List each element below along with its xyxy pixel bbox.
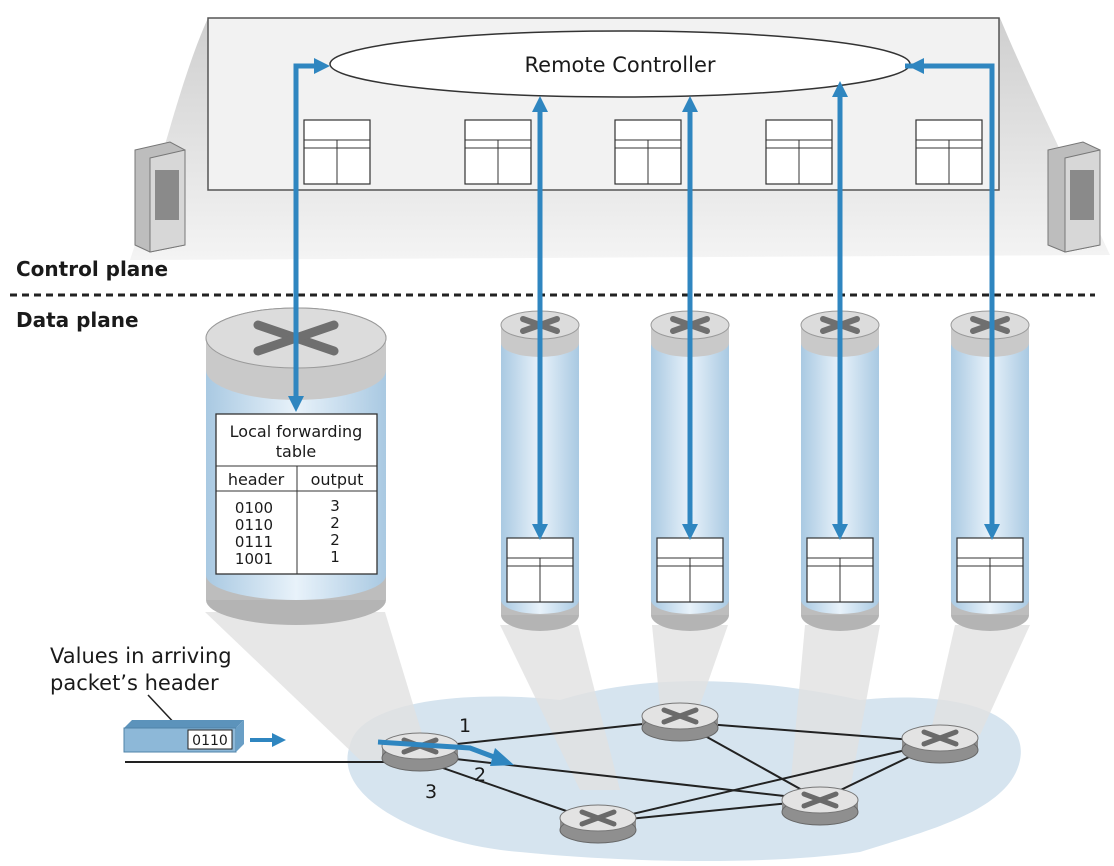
beam-2 [652, 625, 728, 705]
data-plane-label: Data plane [16, 308, 139, 332]
network-router-3 [559, 804, 637, 844]
beam-3 [790, 625, 880, 790]
controller-table-1 [303, 119, 371, 185]
table-row-output-1: 3 [330, 497, 340, 515]
router-table-2 [656, 537, 724, 603]
server-icon-left [134, 141, 186, 253]
table-title-line2: table [276, 442, 317, 461]
table-title-line1: Local forwarding [230, 422, 363, 441]
router-table-1 [506, 537, 574, 603]
control-link-4 [905, 63, 995, 528]
port-1-label: 1 [459, 715, 471, 737]
controller-table-5 [915, 119, 983, 185]
beam-4 [930, 625, 1030, 735]
table-row-output-3: 2 [330, 531, 340, 549]
control-link-big [293, 63, 318, 400]
network-router-4 [781, 786, 859, 826]
router-table-3 [806, 537, 874, 603]
packet-caption-line1: Values in arriving [50, 644, 232, 668]
packet-header-value: 0110 [192, 733, 228, 749]
table-row-output-2: 2 [330, 514, 340, 532]
table-row-output-4: 1 [330, 548, 340, 566]
network-router-2 [641, 702, 719, 742]
packet-caption-line2: packet’s header [50, 671, 219, 695]
port-3-label: 3 [425, 781, 437, 803]
table-col-output: output [311, 470, 364, 489]
network-router-5 [901, 724, 979, 764]
network-router-1 [381, 732, 459, 772]
packet: Values in arriving packet’s header 0110 [50, 644, 286, 753]
router-cylinder-3 [800, 310, 880, 631]
port-2-label: 2 [474, 764, 486, 786]
table-col-header: header [228, 470, 285, 489]
control-links [293, 63, 995, 528]
small-router-cylinders [500, 310, 1030, 631]
remote-controller-label: Remote Controller [525, 53, 716, 77]
server-icon-right [1047, 141, 1101, 253]
table-row-header-1: 0100 [235, 499, 273, 517]
table-row-header-2: 0110 [235, 516, 273, 534]
controller-tables [303, 119, 983, 185]
table-rows: 0100 3 0110 2 0111 2 1001 1 [235, 497, 340, 568]
control-link-arrowheads [288, 58, 1000, 540]
local-forwarding-table: Local forwarding table header output 010… [215, 413, 378, 575]
beam-big [205, 612, 430, 760]
controller-table-4 [765, 119, 833, 185]
controller-table-3 [614, 119, 682, 185]
router-table-4 [956, 537, 1024, 603]
control-plane-label: Control plane [16, 257, 168, 281]
table-row-header-3: 0111 [235, 533, 273, 551]
packet-path-arrow [377, 739, 514, 766]
controller-table-2 [464, 119, 532, 185]
table-row-header-4: 1001 [235, 550, 273, 568]
beam-1 [500, 625, 620, 790]
